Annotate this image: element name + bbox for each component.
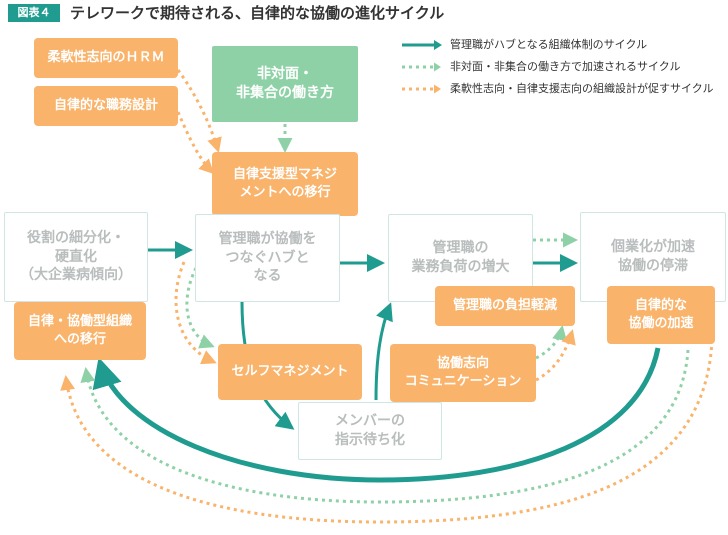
box-line: 非対面・ bbox=[257, 66, 313, 83]
box-role-division: 役割の細分化・ 硬直化 （大企業病傾向） bbox=[4, 212, 148, 302]
box-line: への移行 bbox=[53, 332, 106, 347]
arrow-comm-to-reduction-orange bbox=[535, 329, 576, 382]
box-line: 非集合の働き方 bbox=[236, 85, 334, 101]
box-collab-communication: 協働志向 コミュニケーション bbox=[390, 344, 536, 402]
box-line: 自律的な職務設計 bbox=[53, 98, 158, 114]
arrow-waiting-to-load bbox=[374, 302, 393, 401]
box-line: 業務負荷の増大 bbox=[411, 259, 510, 275]
box-line: （大企業病傾向） bbox=[20, 267, 132, 284]
box-line: 管理職の bbox=[432, 240, 489, 257]
figure-title: テレワークで期待される、自律的な協働の進化サイクル bbox=[70, 4, 445, 22]
box-line: 役割の細分化・ bbox=[27, 229, 125, 246]
box-line: 協働志向 bbox=[436, 356, 489, 372]
box-load-reduction: 管理職の負担軽減 bbox=[435, 286, 575, 326]
box-member-waiting: メンバーの 指示待ち化 bbox=[298, 402, 442, 460]
legend-item-green-dotted: 非対面・非集合の働き方で加速されるサイクル bbox=[400, 58, 724, 76]
box-non-face-work: 非対面・ 非集合の働き方 bbox=[212, 46, 358, 122]
legend-green-dotted-arrow-icon bbox=[402, 62, 441, 72]
arrow-comm-to-reduction-green bbox=[535, 325, 567, 360]
figure-badge: 図表４ bbox=[8, 4, 60, 22]
box-line: メントへの移行 bbox=[239, 185, 331, 200]
box-autonomy-shift: 自律・協働型組織 への移行 bbox=[14, 302, 146, 360]
box-manager-hub: 管理職が協働を つなぐハブと なる bbox=[195, 214, 340, 302]
box-line: 自律支援型マネジ bbox=[232, 167, 337, 183]
box-line: 自律・協働型組織 bbox=[27, 314, 132, 330]
box-line: セルフマネジメント bbox=[231, 364, 349, 380]
legend-solid-arrow-icon bbox=[402, 40, 442, 50]
arrow-big-cycle bbox=[92, 347, 661, 483]
box-line: 指示待ち化 bbox=[335, 432, 405, 448]
box-line: 管理職の負担軽減 bbox=[452, 298, 557, 314]
box-line: 個業化が加速 bbox=[611, 239, 695, 256]
legend-item-orange-dotted: 柔軟性志向・自律支援志向の組織設計が促すサイクル bbox=[400, 80, 724, 98]
box-line: 自律的な bbox=[634, 298, 687, 314]
box-autonomous-collaboration: 自律的な 協働の加速 bbox=[607, 286, 715, 344]
box-line: 硬直化 bbox=[55, 248, 97, 265]
box-self-management: セルフマネジメント bbox=[218, 344, 362, 400]
box-autonomous-job-design: 自律的な職務設計 bbox=[34, 86, 178, 126]
box-self-support-management: 自律支援型マネジ メントへの移行 bbox=[212, 152, 358, 216]
box-line: 管理職が協働を bbox=[218, 230, 317, 247]
box-line: つなぐハブと bbox=[225, 249, 310, 266]
legend-orange-dotted-arrow-icon bbox=[402, 84, 441, 94]
legend-label: 管理職がハブとなる組織体制のサイクル bbox=[450, 38, 648, 51]
figure-header: 図表４ テレワークで期待される、自律的な協働の進化サイクル bbox=[0, 0, 728, 26]
legend: 管理職がハブとなる組織体制のサイクル 非対面・非集合の働き方で加速されるサイクル… bbox=[400, 36, 724, 98]
legend-label: 非対面・非集合の働き方で加速されるサイクル bbox=[450, 60, 681, 73]
arrow-hrm-to-mgmt bbox=[176, 69, 222, 153]
legend-item-solid: 管理職がハブとなる組織体制のサイクル bbox=[400, 36, 724, 54]
box-flexible-hrm: 柔軟性志向のＨＲＭ bbox=[34, 38, 178, 78]
arrow-cycle-orange bbox=[60, 339, 714, 524]
arrow-job-to-mgmt bbox=[176, 111, 215, 175]
box-line: 柔軟性志向のＨＲＭ bbox=[47, 50, 165, 66]
legend-label: 柔軟性志向・自律支援志向の組織設計が促すサイクル bbox=[450, 82, 714, 95]
box-line: 協働の停滞 bbox=[618, 258, 688, 274]
box-line: 協働の加速 bbox=[628, 316, 694, 331]
box-line: なる bbox=[253, 268, 282, 285]
arrow-cycle-green bbox=[80, 349, 690, 504]
box-line: コミュニケーション bbox=[404, 374, 522, 389]
box-line: メンバーの bbox=[335, 413, 405, 430]
